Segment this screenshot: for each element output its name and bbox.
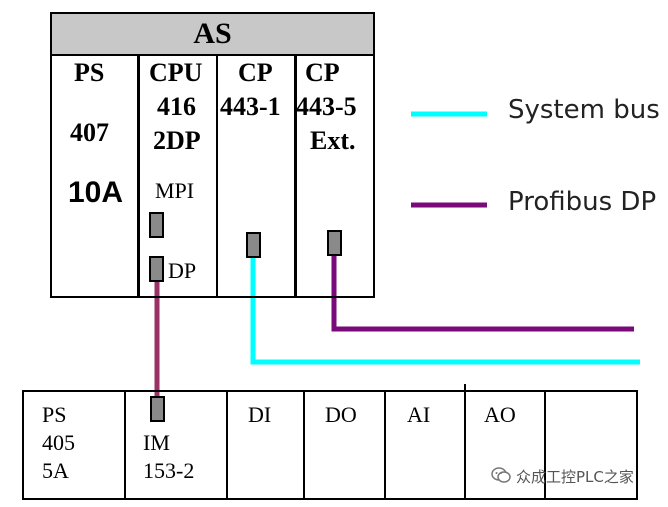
- as-ps-model: 407: [70, 118, 109, 147]
- mpi-port: [149, 212, 164, 238]
- watermark-text: 众成工控PLC之家: [516, 468, 634, 486]
- et-im-model: 153-2: [143, 458, 195, 483]
- as-divider-3: [294, 56, 297, 298]
- et-divider-3: [303, 390, 305, 500]
- as-cp1-model: 443-1: [220, 92, 281, 121]
- et-ps-model: 405: [42, 430, 75, 455]
- legend-profibus-label: Profibus DP: [508, 187, 657, 217]
- et-ps-label: PS: [42, 402, 67, 427]
- as-cpu-mpi-label: MPI: [155, 178, 195, 203]
- et-divider-1: [124, 390, 126, 500]
- as-ps-label: PS: [74, 58, 105, 87]
- as-cp1-label: CP: [238, 58, 273, 87]
- et-divider-6: [544, 390, 546, 500]
- et-divider-4: [384, 390, 386, 500]
- et-divider-2: [226, 390, 228, 500]
- et-im-label: IM: [143, 430, 170, 455]
- as-cp2-ext: Ext.: [310, 126, 356, 155]
- im-port: [150, 396, 165, 422]
- et-ps-rating: 5A: [42, 458, 69, 483]
- et-divider-5: [464, 384, 466, 500]
- as-cp2-model: 443-5: [296, 92, 357, 121]
- profibus-dp-line: [331, 256, 634, 332]
- et-do-label: DO: [325, 402, 357, 427]
- et-ao-label: AO: [484, 402, 516, 427]
- dp-port: [149, 256, 164, 282]
- cp2-profibus-port: [327, 230, 342, 256]
- as-cp2-label: CP: [305, 58, 340, 87]
- wechat-icon: [491, 467, 511, 483]
- as-divider-2: [216, 56, 218, 298]
- et-di-label: DI: [248, 402, 272, 427]
- et-ai-label: AI: [407, 402, 431, 427]
- cp1-ethernet-port: [246, 232, 261, 258]
- system-bus-line: [250, 258, 640, 365]
- as-divider-1: [137, 56, 140, 298]
- et-rack: [22, 390, 638, 500]
- as-cpu-variant: 2DP: [153, 126, 201, 155]
- as-title-bar: AS: [50, 12, 375, 56]
- as-cpu-model: 416: [157, 92, 196, 121]
- as-cpu-dp-label: DP: [168, 258, 197, 283]
- legend-system-bus-label: System bus: [508, 95, 660, 125]
- as-cpu-label: CPU: [149, 58, 203, 87]
- as-title: AS: [193, 17, 232, 50]
- as-ps-rating: 10A: [68, 176, 124, 209]
